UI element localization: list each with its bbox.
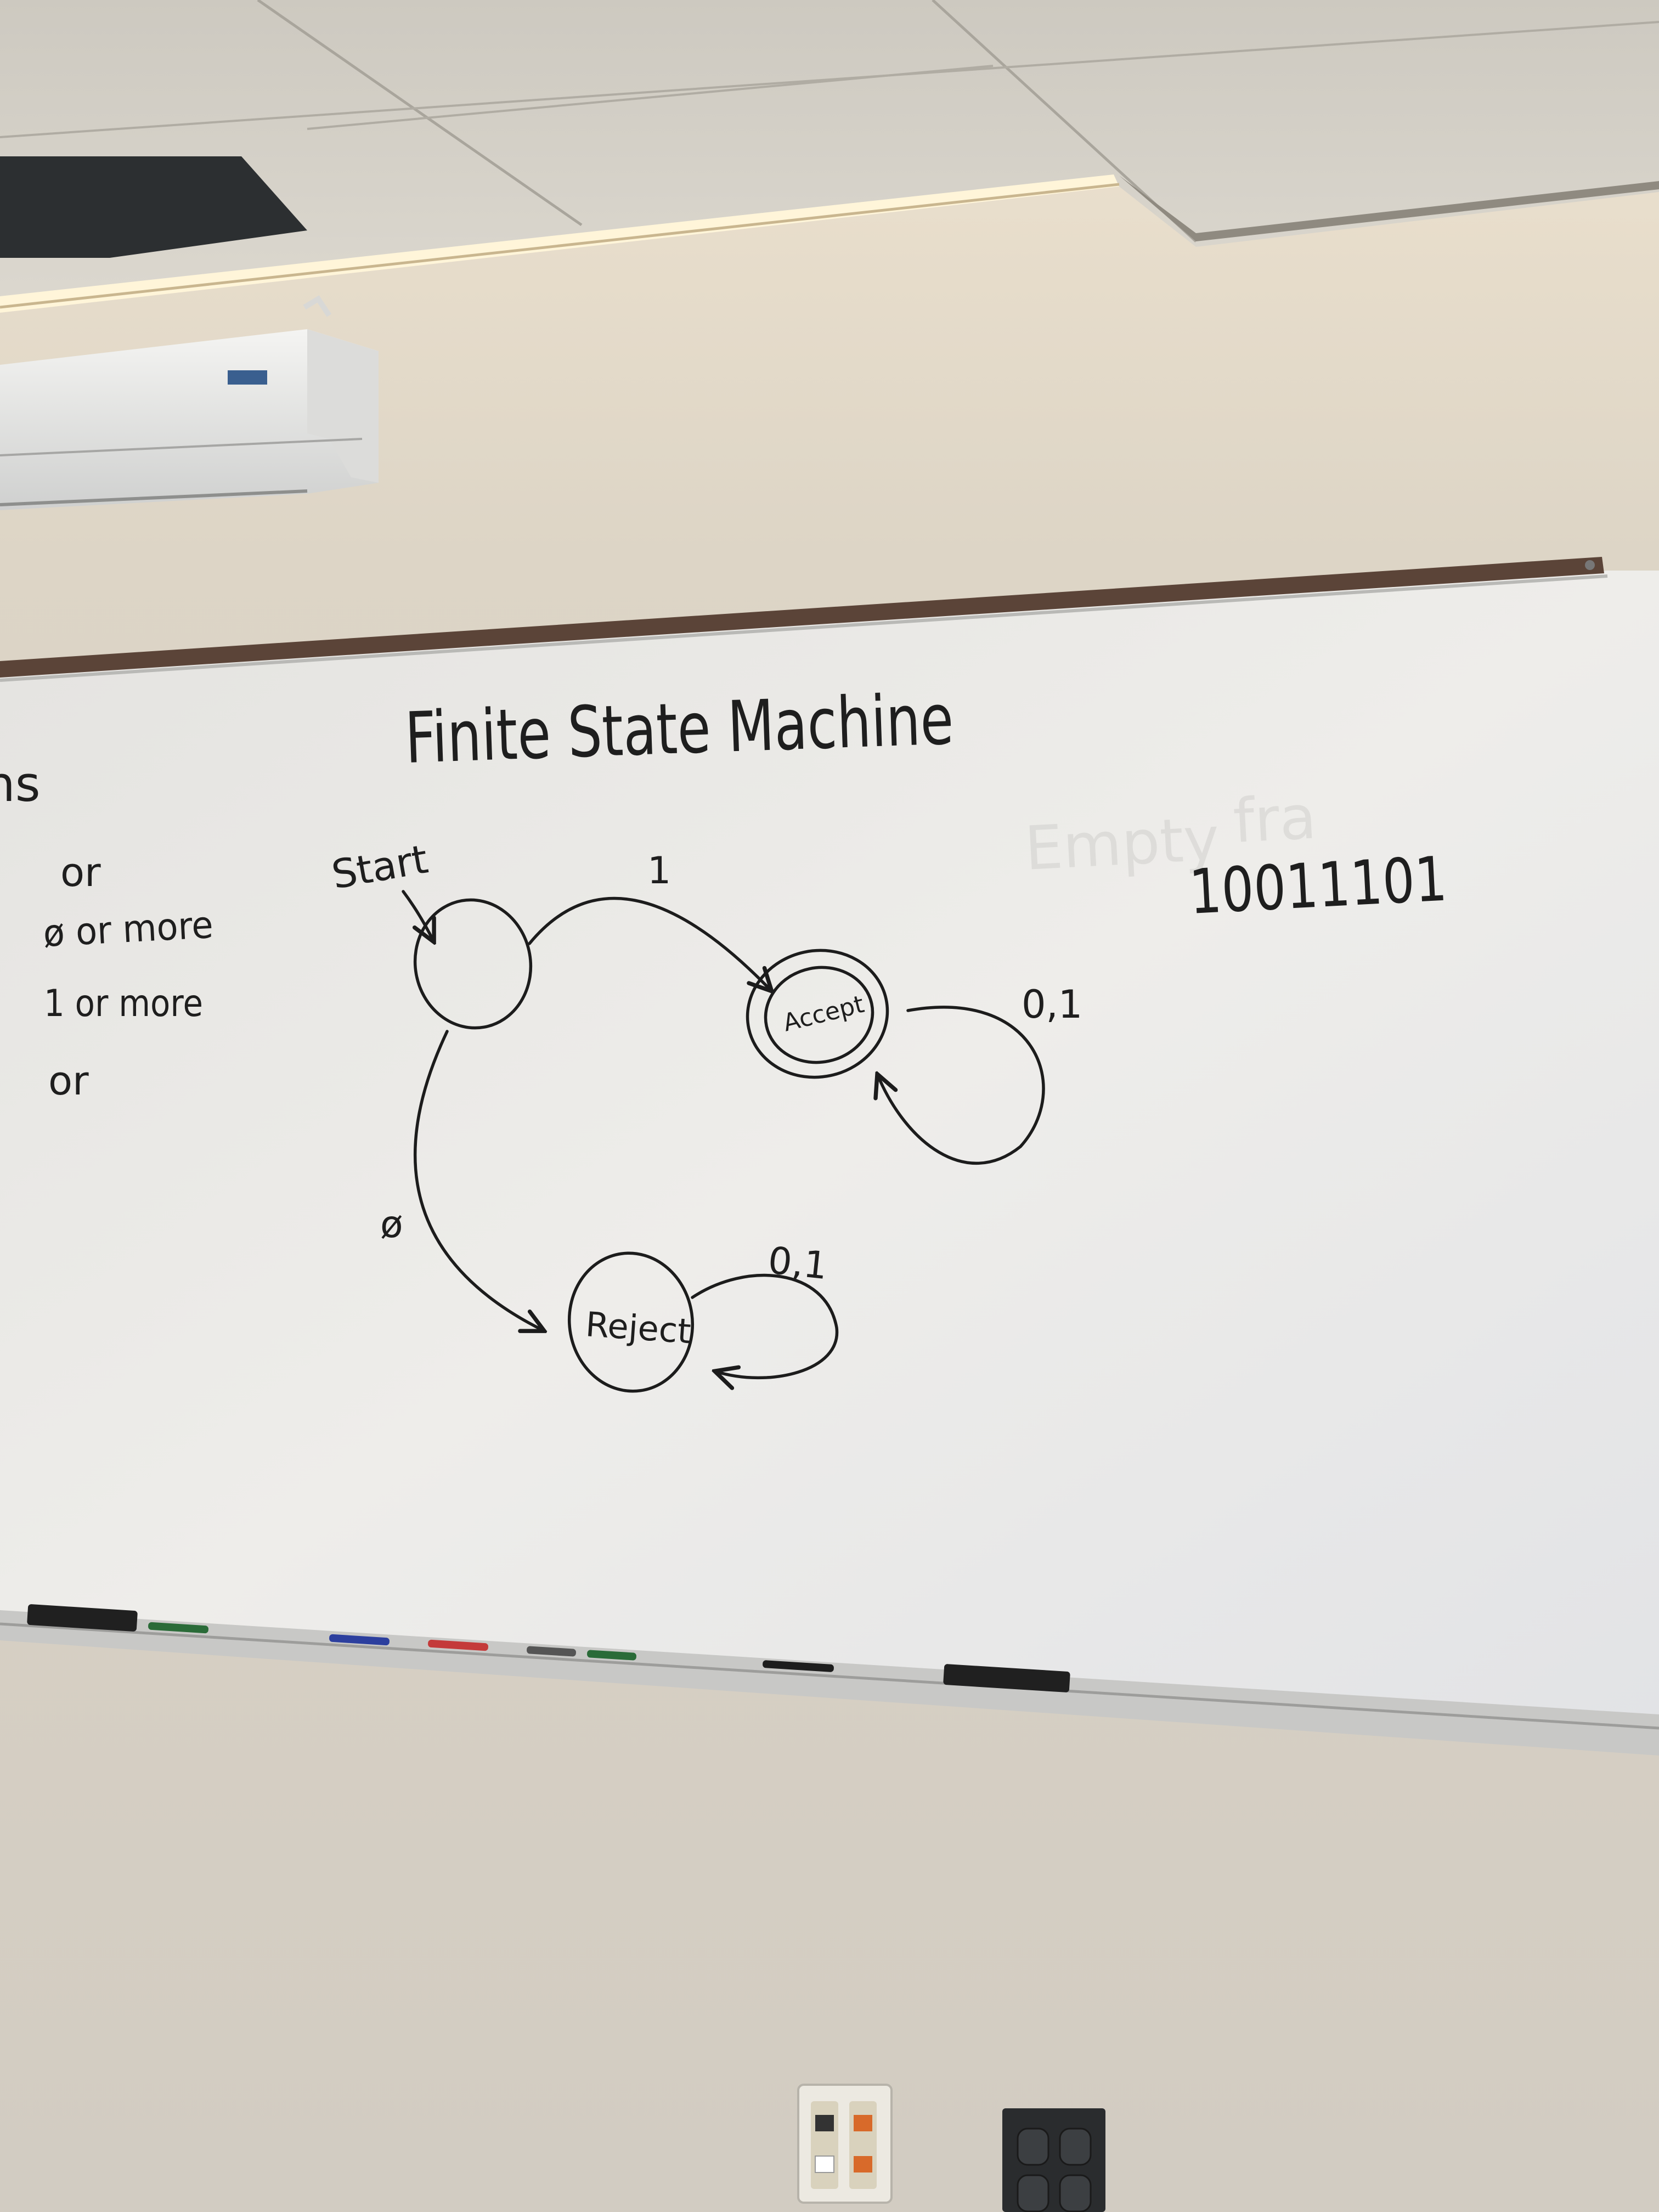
reject-state xyxy=(567,1251,695,1393)
marker-tray xyxy=(0,1610,1659,1756)
left-edge-fragment: ns xyxy=(0,756,41,812)
board-title: Finite State Machine xyxy=(404,679,955,780)
accept-state-inner xyxy=(764,966,874,1064)
reject-self-loop xyxy=(691,1273,839,1378)
transition-label-1: 1 xyxy=(647,849,671,893)
eraser xyxy=(27,1604,138,1632)
transition-start-to-accept xyxy=(528,896,771,990)
ceiling xyxy=(0,0,1659,313)
eraser xyxy=(943,1664,1070,1692)
marker xyxy=(148,1622,208,1634)
transition-label-0: ø xyxy=(380,1203,403,1246)
left-note: or xyxy=(48,1058,89,1104)
left-notes: ns or ø or more 1 or more or xyxy=(0,756,214,1104)
reject-loop-label: 0,1 xyxy=(766,1239,830,1288)
projector-screen-housing-icon xyxy=(0,295,379,510)
power-outlet-icon xyxy=(1002,2108,1105,2212)
start-arrow xyxy=(402,890,433,941)
left-note: ø or more xyxy=(42,904,215,956)
network-jack-plate-icon xyxy=(797,2084,893,2204)
ceiling-vent xyxy=(0,156,307,258)
left-note: 1 or more xyxy=(44,982,203,1025)
marker xyxy=(587,1650,636,1661)
marker xyxy=(763,1660,834,1672)
map-rail xyxy=(0,557,1604,678)
accept-state-outer xyxy=(746,949,889,1079)
accept-loop-label: 0,1 xyxy=(1022,982,1082,1027)
ghost-text: fra xyxy=(1232,782,1318,856)
whiteboard-surface xyxy=(0,571,1659,1728)
marker xyxy=(527,1646,576,1657)
reject-state-label: Reject xyxy=(584,1304,692,1351)
transition-start-to-reject xyxy=(413,1030,543,1330)
input-string: 10011101 xyxy=(1188,844,1449,928)
marker xyxy=(428,1639,488,1651)
marker xyxy=(329,1634,390,1646)
accept-self-loop xyxy=(878,1006,1045,1165)
ghost-text: Empty xyxy=(1023,804,1221,884)
erased-writing: Empty fra xyxy=(1023,782,1318,884)
whiteboard xyxy=(0,557,1659,1756)
projector-brand-label xyxy=(228,370,267,385)
start-state xyxy=(413,898,533,1030)
left-note: or xyxy=(60,849,101,895)
